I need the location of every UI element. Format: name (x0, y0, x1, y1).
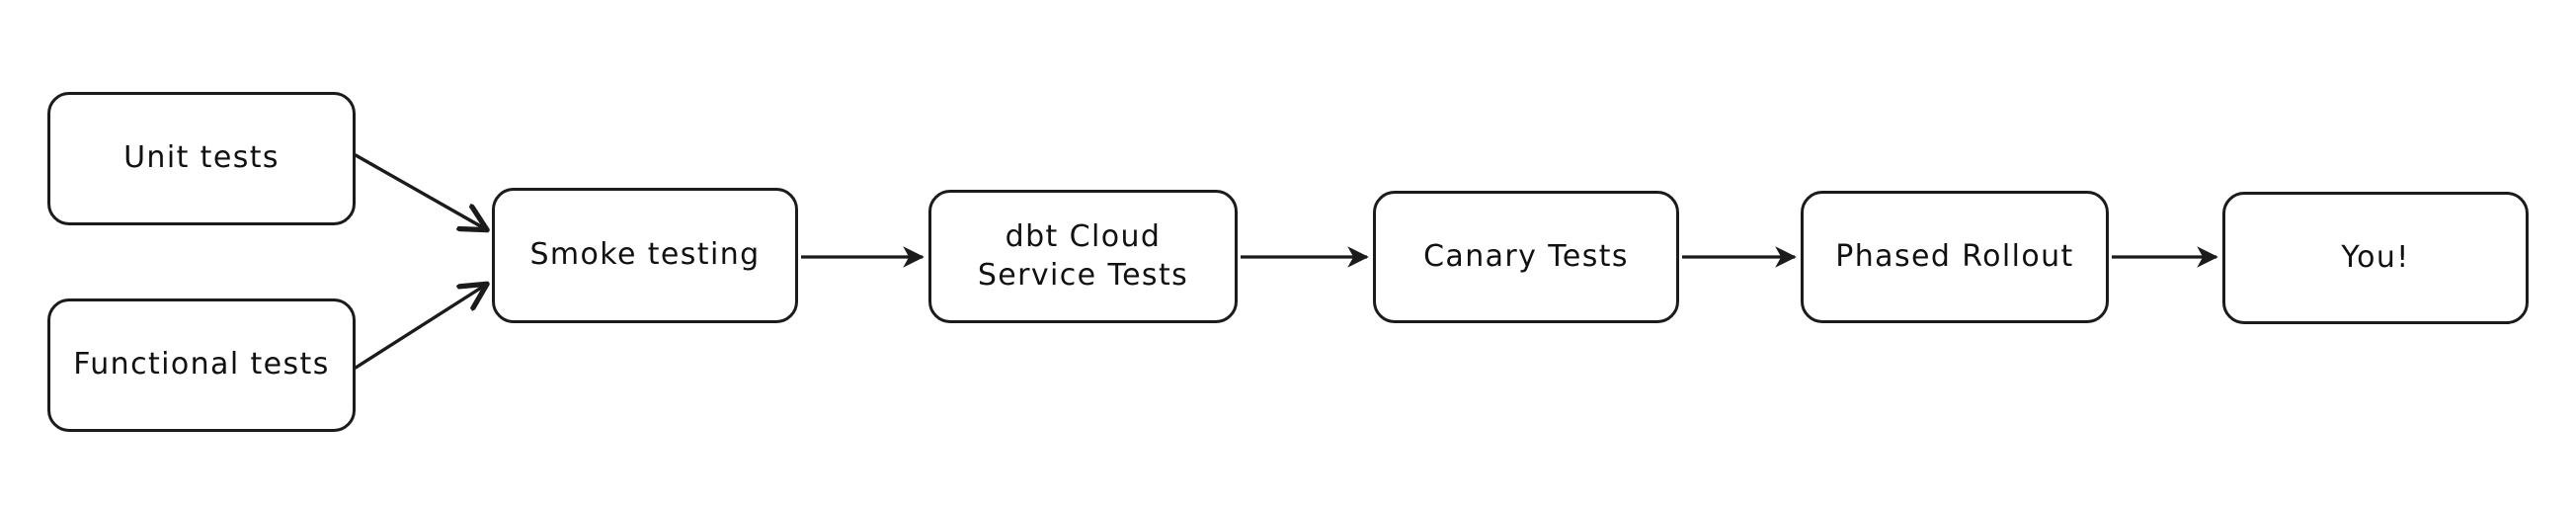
node-smoke-testing-label: Smoke testing (529, 237, 761, 273)
node-canary-tests-label: Canary Tests (1423, 238, 1629, 274)
node-you-label: You! (2341, 239, 2410, 275)
edge-functional-tests-to-smoke-testing (354, 285, 486, 370)
node-phased-rollout[interactable]: Phased Rollout (1801, 191, 2109, 323)
node-canary-tests[interactable]: Canary Tests (1373, 191, 1679, 323)
node-dbt-cloud-service-tests-label: dbt Cloud Service Tests (977, 219, 1189, 293)
node-functional-tests[interactable]: Functional tests (47, 298, 356, 432)
node-smoke-testing[interactable]: Smoke testing (492, 188, 798, 323)
node-functional-tests-label: Functional tests (73, 347, 330, 382)
node-unit-tests[interactable]: Unit tests (47, 92, 356, 225)
node-you[interactable]: You! (2222, 192, 2529, 324)
node-unit-tests-label: Unit tests (123, 140, 280, 176)
node-phased-rollout-label: Phased Rollout (1835, 238, 2074, 274)
node-dbt-cloud-service-tests[interactable]: dbt Cloud Service Tests (928, 190, 1238, 323)
edge-unit-tests-to-smoke-testing (354, 153, 486, 229)
